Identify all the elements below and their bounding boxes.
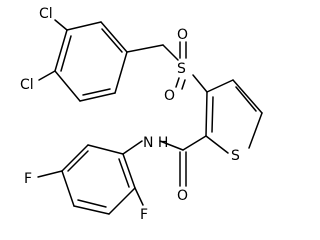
thiophene-sulfur-label: S	[231, 148, 240, 164]
bond	[37, 170, 63, 178]
molecule-canvas: Cl Cl S O O S N H O F F	[20, 6, 263, 223]
chlorine-atom-label: Cl	[39, 6, 53, 22]
bond	[126, 44, 164, 53]
bond	[100, 21, 128, 53]
bond	[162, 44, 179, 61]
difluorophenyl-ring	[61, 144, 136, 215]
bond	[38, 70, 56, 81]
bond	[192, 74, 208, 93]
bond	[101, 28, 123, 53]
bond	[211, 96, 214, 133]
bond	[134, 187, 144, 206]
bond	[175, 77, 180, 88]
structure-drawing: Cl Cl S O O S N H O F F	[20, 6, 263, 223]
sulfonyl-sulfur-label: S	[177, 61, 186, 77]
bond	[87, 144, 124, 155]
thiophene-ring	[205, 79, 263, 154]
chlorine-atom-label: Cl	[20, 77, 34, 93]
bond	[61, 144, 89, 172]
bond	[114, 51, 128, 94]
bond	[79, 92, 116, 102]
bond	[66, 21, 102, 31]
bond	[205, 135, 229, 154]
bond	[77, 199, 107, 208]
bond	[61, 170, 75, 207]
bond	[232, 79, 263, 114]
bond	[54, 70, 81, 102]
bond	[181, 79, 186, 90]
bond	[82, 88, 111, 96]
bond	[73, 205, 110, 215]
bond	[108, 187, 136, 215]
bond	[54, 29, 68, 72]
dichlorophenyl-ring	[54, 21, 128, 102]
amide-nh-label: N H	[143, 135, 168, 151]
bond	[235, 86, 257, 112]
sulfonyl-oxygen-label: O	[164, 88, 175, 104]
bond	[205, 91, 208, 137]
sulfonyl-oxygen-label: O	[177, 27, 188, 43]
bond	[159, 140, 184, 151]
bond	[54, 19, 68, 31]
bond	[122, 140, 143, 155]
bond	[67, 150, 89, 172]
bond	[206, 79, 234, 93]
fluorine-atom-label: F	[24, 171, 32, 187]
carbonyl-oxygen-label: O	[177, 188, 188, 204]
bond	[60, 35, 72, 72]
bond	[182, 135, 207, 151]
bond	[122, 153, 136, 189]
bond	[118, 158, 130, 188]
bond	[248, 112, 263, 149]
fluorine-atom-label: F	[140, 207, 148, 223]
